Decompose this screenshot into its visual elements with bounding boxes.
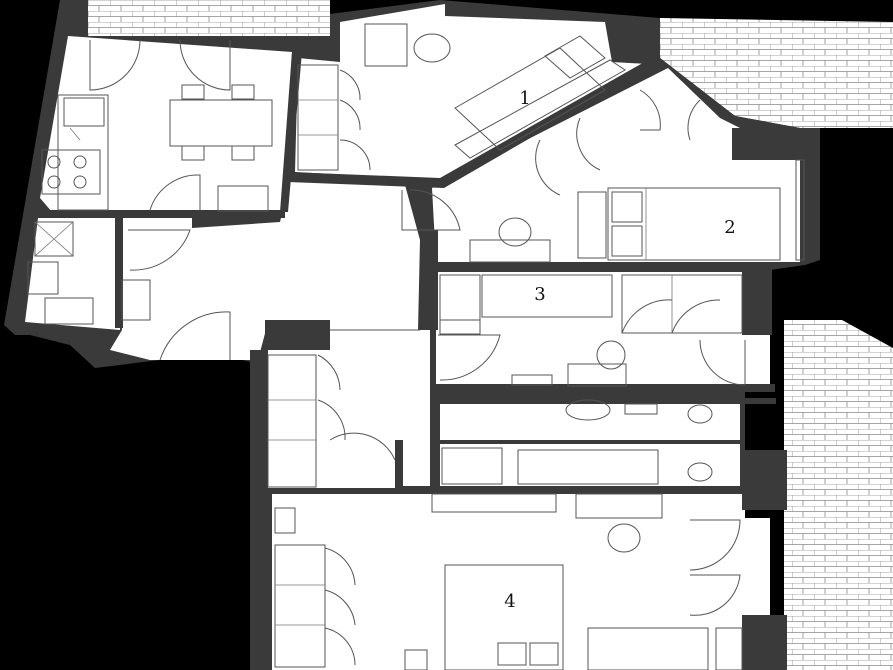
shower-icon: [441, 447, 503, 485]
room-labels: 1 2 3 4: [504, 88, 735, 612]
utility: [27, 221, 151, 325]
room-label-3: 3: [534, 284, 545, 305]
room-2-furniture: [469, 89, 805, 263]
hall-doors: [128, 174, 461, 361]
desk: [481, 274, 613, 318]
kitchen-counter: [57, 94, 109, 211]
bed-icon: [454, 47, 606, 151]
room-1-furniture: [297, 23, 626, 196]
desk: [575, 493, 663, 519]
kitchen: [41, 39, 273, 212]
balcony-right: [784, 320, 893, 670]
wardrobe: [621, 274, 743, 334]
chair-icon: [607, 523, 641, 553]
desk: [469, 239, 551, 263]
inner-walls: [40, 52, 820, 670]
room-label-2: 2: [724, 217, 735, 238]
chair-icon: [596, 340, 626, 370]
wardrobe: [297, 64, 339, 171]
bath-1: [565, 399, 713, 424]
bath-2: [441, 447, 713, 485]
hall-closets: [267, 354, 396, 488]
bathtub-icon: [517, 449, 659, 485]
sink-icon: [63, 97, 105, 127]
balcony-top-right: [660, 18, 893, 128]
room-3-furniture: [438, 274, 746, 387]
room-4-furniture: [274, 493, 743, 670]
stair-box: [217, 185, 269, 212]
wardrobe: [274, 544, 326, 668]
sink-icon: [44, 297, 94, 325]
balconies: [88, 0, 893, 670]
sink-icon: [565, 399, 611, 421]
stove-icon: [41, 149, 101, 195]
room-label-1: 1: [519, 88, 530, 109]
chair-icon: [498, 217, 532, 247]
toilet-icon: [687, 462, 713, 482]
closet: [267, 354, 317, 488]
chair-icon: [413, 33, 451, 63]
shower-icon: [34, 221, 74, 257]
bed-icon: [607, 187, 781, 261]
table-icon: [169, 84, 273, 161]
room-label-4: 4: [504, 591, 515, 612]
toilet-icon: [687, 404, 713, 424]
balcony-top-left: [88, 0, 330, 40]
bed-icon: [444, 564, 564, 670]
